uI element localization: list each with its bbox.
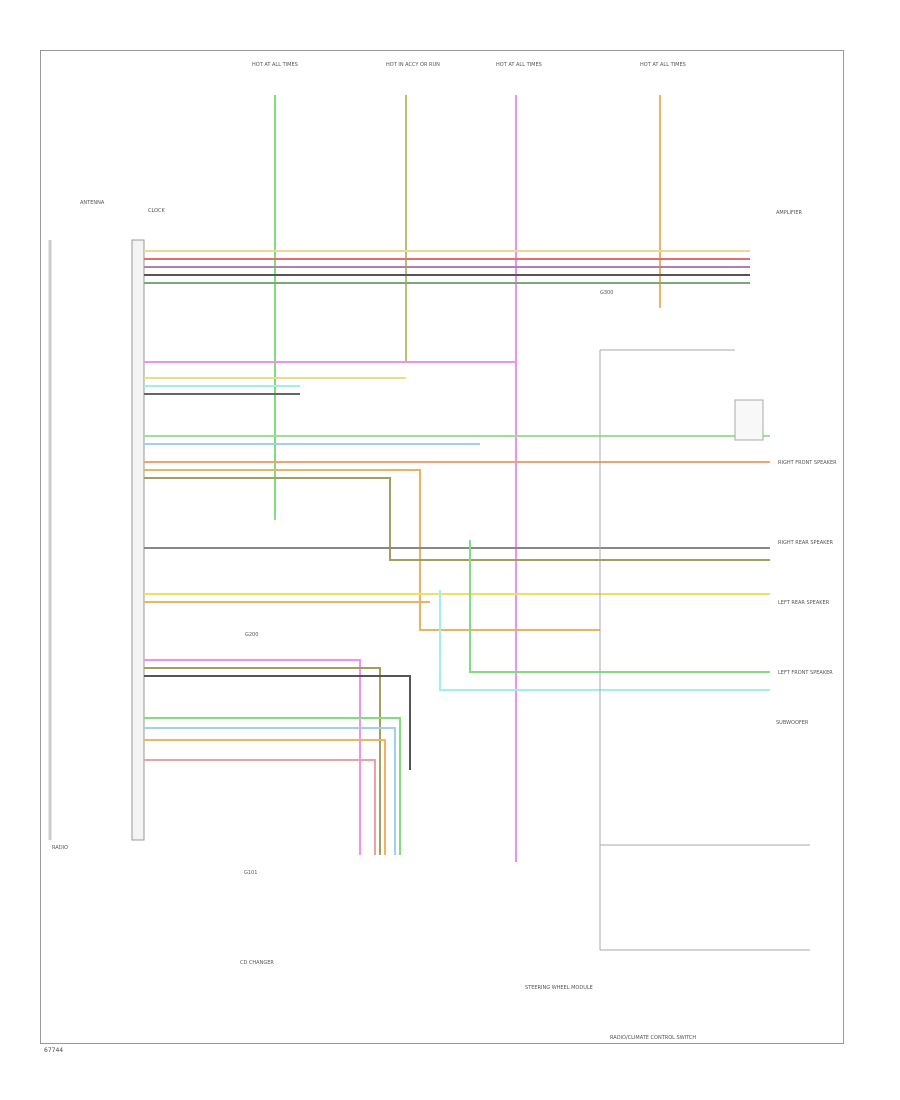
- radio-label: RADIO: [52, 845, 68, 851]
- diagram-border: [40, 50, 844, 1044]
- right-front-speaker-label: RIGHT FRONT SPEAKER: [778, 460, 837, 466]
- ground-label-1: G101: [244, 870, 258, 876]
- fuse-label-2: HOT IN ACCY OR RUN: [386, 62, 440, 68]
- right-rear-speaker-label: RIGHT REAR SPEAKER: [778, 540, 834, 546]
- switch-label: RADIO/CLIMATE CONTROL SWITCH: [610, 1035, 697, 1041]
- left-rear-speaker-label: LEFT REAR SPEAKER: [778, 600, 830, 606]
- ground-label-2: G200: [245, 632, 259, 638]
- ground-label-3: G300: [600, 290, 614, 296]
- fuse-label-3: HOT AT ALL TIMES: [496, 62, 542, 68]
- steering-module-label: STEERING WHEEL MODULE: [525, 985, 593, 991]
- cd-changer-label: CD CHANGER: [240, 960, 274, 966]
- fuse-label-4: HOT AT ALL TIMES: [640, 62, 686, 68]
- diagram-code: 67744: [44, 1047, 64, 1054]
- radio-connector: [48, 239, 145, 841]
- fuse-label-1: HOT AT ALL TIMES: [252, 62, 298, 68]
- amplifier-bus: [144, 250, 750, 284]
- antenna-label: ANTENNA: [80, 200, 105, 206]
- amplifier-label: AMPLIFIER: [776, 210, 802, 216]
- subwoofer-label: SUBWOOFER: [776, 720, 809, 726]
- right-module-lines: [599, 349, 810, 951]
- clock-label: CLOCK: [148, 208, 165, 214]
- speaker-wires: [144, 361, 770, 855]
- left-front-speaker-label: LEFT FRONT SPEAKER: [778, 670, 833, 676]
